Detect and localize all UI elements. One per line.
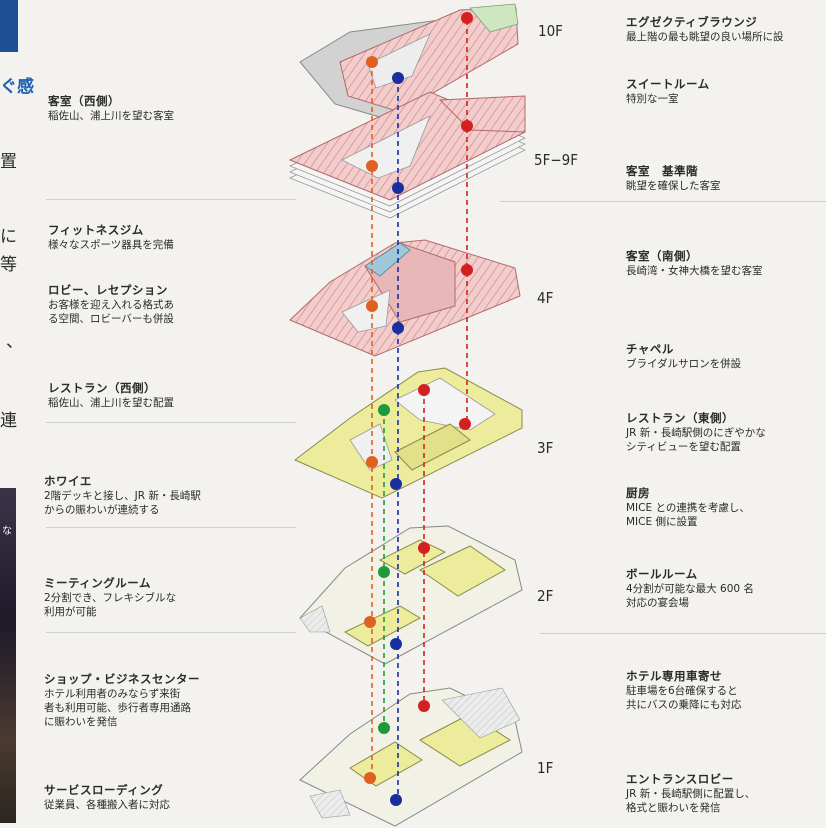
label-title: ボールルーム [626,567,698,581]
corner-accent [0,0,18,52]
label-foyer: ホワイエ 2階デッキと接し、JR 新・長崎駅 からの賑わいが連続する [44,473,201,517]
fragment-5: 、 [6,332,23,352]
floor-label-1f: 1F [537,759,554,777]
label-title: ショップ・ビジネスセンター [44,672,200,686]
label-desc: MICE 側に設置 [626,516,698,528]
label-desc: からの賑わいが連続する [44,504,160,516]
label-chapel: チャペル ブライダルサロンを併設 [626,341,741,371]
label-service-loading: サービスローディング 従業員、各種搬入者に対応 [44,782,170,812]
label-title: エントランスロビー [626,772,734,786]
label-desc: る空間、ロビーバーも併設 [48,313,174,325]
floor-label-2f: 2F [537,587,554,605]
label-desc: に賑わいを発信 [44,716,118,728]
fragment-1: ぐ感 [0,77,34,97]
label-title: ホワイエ [44,474,92,488]
label-desc: 格式と賑わいを発信 [626,802,721,814]
floor-10f-plan [299,3,519,121]
label-title: フィットネスジム [48,223,144,237]
label-guestroom-west: 客室（西側） 稲佐山、浦上川を望む客室 [48,93,174,123]
label-executive-lounge: エグゼクティブラウンジ 最上階の最も眺望の良い場所に設 [626,14,784,44]
label-suite-room: スイートルーム 特別な一室 [626,76,710,106]
label-title: 厨房 [626,486,650,500]
label-desc: 共にバスの乗降にも対応 [626,699,742,711]
floor-label-3f: 3F [537,439,554,457]
label-entrance-lobby: エントランスロビー JR 新・長崎駅側に配置し、 格式と賑わいを発信 [626,771,755,815]
floor-label-4f: 4F [537,289,554,307]
label-guestroom-standard: 客室 基準階 眺望を確保した客室 [626,163,721,193]
label-desc: 稲佐山、浦上川を望む客室 [48,110,174,122]
label-title: サービスローディング [44,783,164,797]
label-desc: 従業員、各種搬入者に対応 [44,799,170,811]
label-desc: 2分割でき、フレキシブルな [44,592,176,604]
label-lobby-reception: ロビー、レセプション お客様を迎え入れる格式あ る空間、ロビーバーも併設 [48,282,174,326]
photo-strip [0,488,16,823]
label-desc: 稲佐山、浦上川を望む配置 [48,397,174,409]
label-desc: 駐車場を6台確保すると [626,685,738,697]
floor-label-5f-9f: 5F−9F [534,151,579,169]
label-desc: ブライダルサロンを併設 [626,358,742,370]
fragment-4: 等 [0,255,17,275]
separator [540,633,826,634]
label-title: ロビー、レセプション [48,283,168,297]
floor-5f-9f-plan [288,91,527,219]
label-desc: シティビューを望む配置 [626,441,741,453]
label-desc: 4分割が可能な最大 600 名 [626,583,754,595]
fragment-6: 連 [0,411,17,431]
label-ballroom: ボールルーム 4分割が可能な最大 600 名 対応の宴会場 [626,566,754,610]
label-desc: 利用が可能 [44,606,97,618]
floor-1f-plan [299,687,523,827]
separator [46,632,296,633]
fragment-3: に [0,227,17,247]
label-desc: 様々なスポーツ器具を完備 [48,239,174,251]
label-desc: 長崎湾・女神大橋を望む客室 [626,265,763,277]
separator [46,422,296,423]
label-kitchen: 厨房 MICE との連携を考慮し、 MICE 側に設置 [626,485,750,529]
label-title: エグゼクティブラウンジ [626,15,758,29]
label-desc: 2階デッキと接し、JR 新・長崎駅 [44,490,201,502]
label-restaurant-west: レストラン（西側） 稲佐山、浦上川を望む配置 [48,380,174,410]
separator [46,199,296,200]
label-title: チャペル [626,342,674,356]
label-shop-business-center: ショップ・ビジネスセンター ホテル利用者のみならず来街 者も利用可能、歩行者専用… [44,671,200,729]
label-title: レストラン（東側） [626,411,734,425]
floor-3f-plan [294,367,523,499]
floor-label-10f: 10F [538,22,563,40]
label-desc: JR 新・長崎駅側に配置し、 [626,788,756,800]
floor-2f-plan [299,525,523,665]
label-desc: 対応の宴会場 [626,597,689,609]
floor-4f-plan [289,239,521,357]
label-guestroom-south: 客室（南側） 長崎湾・女神大橋を望む客室 [626,248,763,278]
label-desc: お客様を迎え入れる格式あ [48,299,174,311]
label-desc: 者も利用可能、歩行者専用通路 [44,702,191,714]
label-title: 客室（南側） [626,249,698,263]
label-title: ホテル専用車寄せ [626,669,722,683]
label-fitness-gym: フィットネスジム 様々なスポーツ器具を完備 [48,222,174,252]
label-desc: JR 新・長崎駅側のにぎやかな [626,427,766,439]
label-title: ミーティングルーム [44,576,151,590]
label-meeting-room: ミーティングルーム 2分割でき、フレキシブルな 利用が可能 [44,575,176,619]
separator [500,201,826,202]
label-title: レストラン（西側） [48,381,156,395]
label-restaurant-east: レストラン（東側） JR 新・長崎駅側のにぎやかな シティビューを望む配置 [626,410,766,454]
label-title: スイートルーム [626,77,710,91]
photo-fragment: な [2,526,12,537]
label-hotel-porte-cochere: ホテル専用車寄せ 駐車場を6台確保すると 共にバスの乗降にも対応 [626,668,742,712]
label-desc: 眺望を確保した客室 [626,180,721,192]
label-title: 客室（西側） [48,94,120,108]
label-desc: ホテル利用者のみならず来街 [44,688,181,700]
connector-markers [364,12,473,806]
label-desc: 最上階の最も眺望の良い場所に設 [626,31,784,43]
separator [46,527,296,528]
label-title: 客室 基準階 [626,164,698,178]
label-desc: 特別な一室 [626,93,679,105]
fragment-2: 置 [0,152,17,172]
label-desc: MICE との連携を考慮し、 [626,502,750,514]
